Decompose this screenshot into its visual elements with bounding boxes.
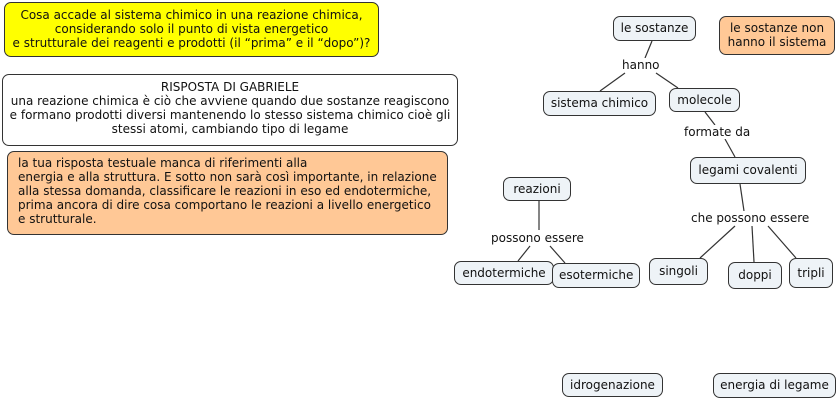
link-possono-eso	[549, 245, 566, 264]
link-legami-chepossono	[739, 183, 745, 212]
node-doppi[interactable]: doppi	[728, 262, 782, 289]
node-endotermiche[interactable]: endotermiche	[454, 261, 554, 285]
node-energia-di-legame[interactable]: energia di legame	[713, 373, 836, 398]
question-line: considerando solo il punto di vista ener…	[54, 22, 329, 36]
link-hanno-sistema	[599, 72, 626, 92]
link-chepossono-doppi	[751, 225, 755, 263]
feedback-line: e strutturale.	[18, 212, 97, 226]
feedback-line: prima ancora di dire cosa comportano le …	[18, 198, 431, 212]
answer-title: RISPOSTA DI GABRIELE	[160, 80, 300, 94]
node-sistema-chimico[interactable]: sistema chimico	[543, 91, 656, 116]
link-label-possono-essere: possono essere	[489, 231, 586, 245]
answer-line: stessi atomi, cambiando tipo di legame	[111, 122, 349, 136]
node-singoli[interactable]: singoli	[649, 258, 708, 285]
question-line: Cosa accade al sistema chimico in una re…	[20, 8, 363, 22]
link-chepossono-tripli	[767, 225, 797, 259]
node-esotermiche[interactable]: esotermiche	[552, 263, 640, 288]
link-molecole-formate	[704, 111, 716, 126]
node-molecole[interactable]: molecole	[669, 88, 740, 112]
link-sostanze-hanno	[644, 40, 653, 59]
answer-box: RISPOSTA DI GABRIELE una reazione chimic…	[2, 74, 458, 146]
question-line: e strutturale dei reagenti e prodotti (i…	[12, 36, 371, 50]
link-label-formate-da: formate da	[682, 125, 753, 139]
answer-line: una reazione chimica è ciò che avviene q…	[10, 94, 450, 108]
node-reazioni[interactable]: reazioni	[503, 177, 571, 201]
link-label-che-possono-essere: che possono essere	[689, 211, 812, 225]
link-label-hanno: hanno	[620, 58, 662, 72]
node-idrogenazione[interactable]: idrogenazione	[562, 373, 663, 397]
feedback-box: la tua risposta testuale manca di riferi…	[7, 151, 448, 235]
link-hanno-molecole	[655, 72, 679, 89]
note-line: le sostanze non	[729, 21, 825, 35]
link-chepossono-singoli	[699, 225, 736, 259]
link-possono-endo	[517, 245, 531, 262]
node-tripli[interactable]: tripli	[789, 258, 833, 288]
answer-line: e formano prodotti diversi mantenendo lo…	[9, 108, 451, 122]
note-line: hanno il sistema	[727, 35, 827, 49]
note-sostanze-sistema: le sostanze non hanno il sistema	[719, 16, 835, 55]
question-box: Cosa accade al sistema chimico in una re…	[4, 2, 379, 57]
feedback-line: energia e alla struttura. E sotto non sa…	[18, 170, 437, 184]
link-formate-legami	[724, 138, 736, 158]
node-le-sostanze[interactable]: le sostanze	[613, 16, 696, 41]
feedback-line: alla stessa domanda, classificare le rea…	[18, 184, 432, 198]
node-legami-covalenti[interactable]: legami covalenti	[690, 157, 806, 184]
feedback-line: la tua risposta testuale manca di riferi…	[18, 156, 308, 170]
